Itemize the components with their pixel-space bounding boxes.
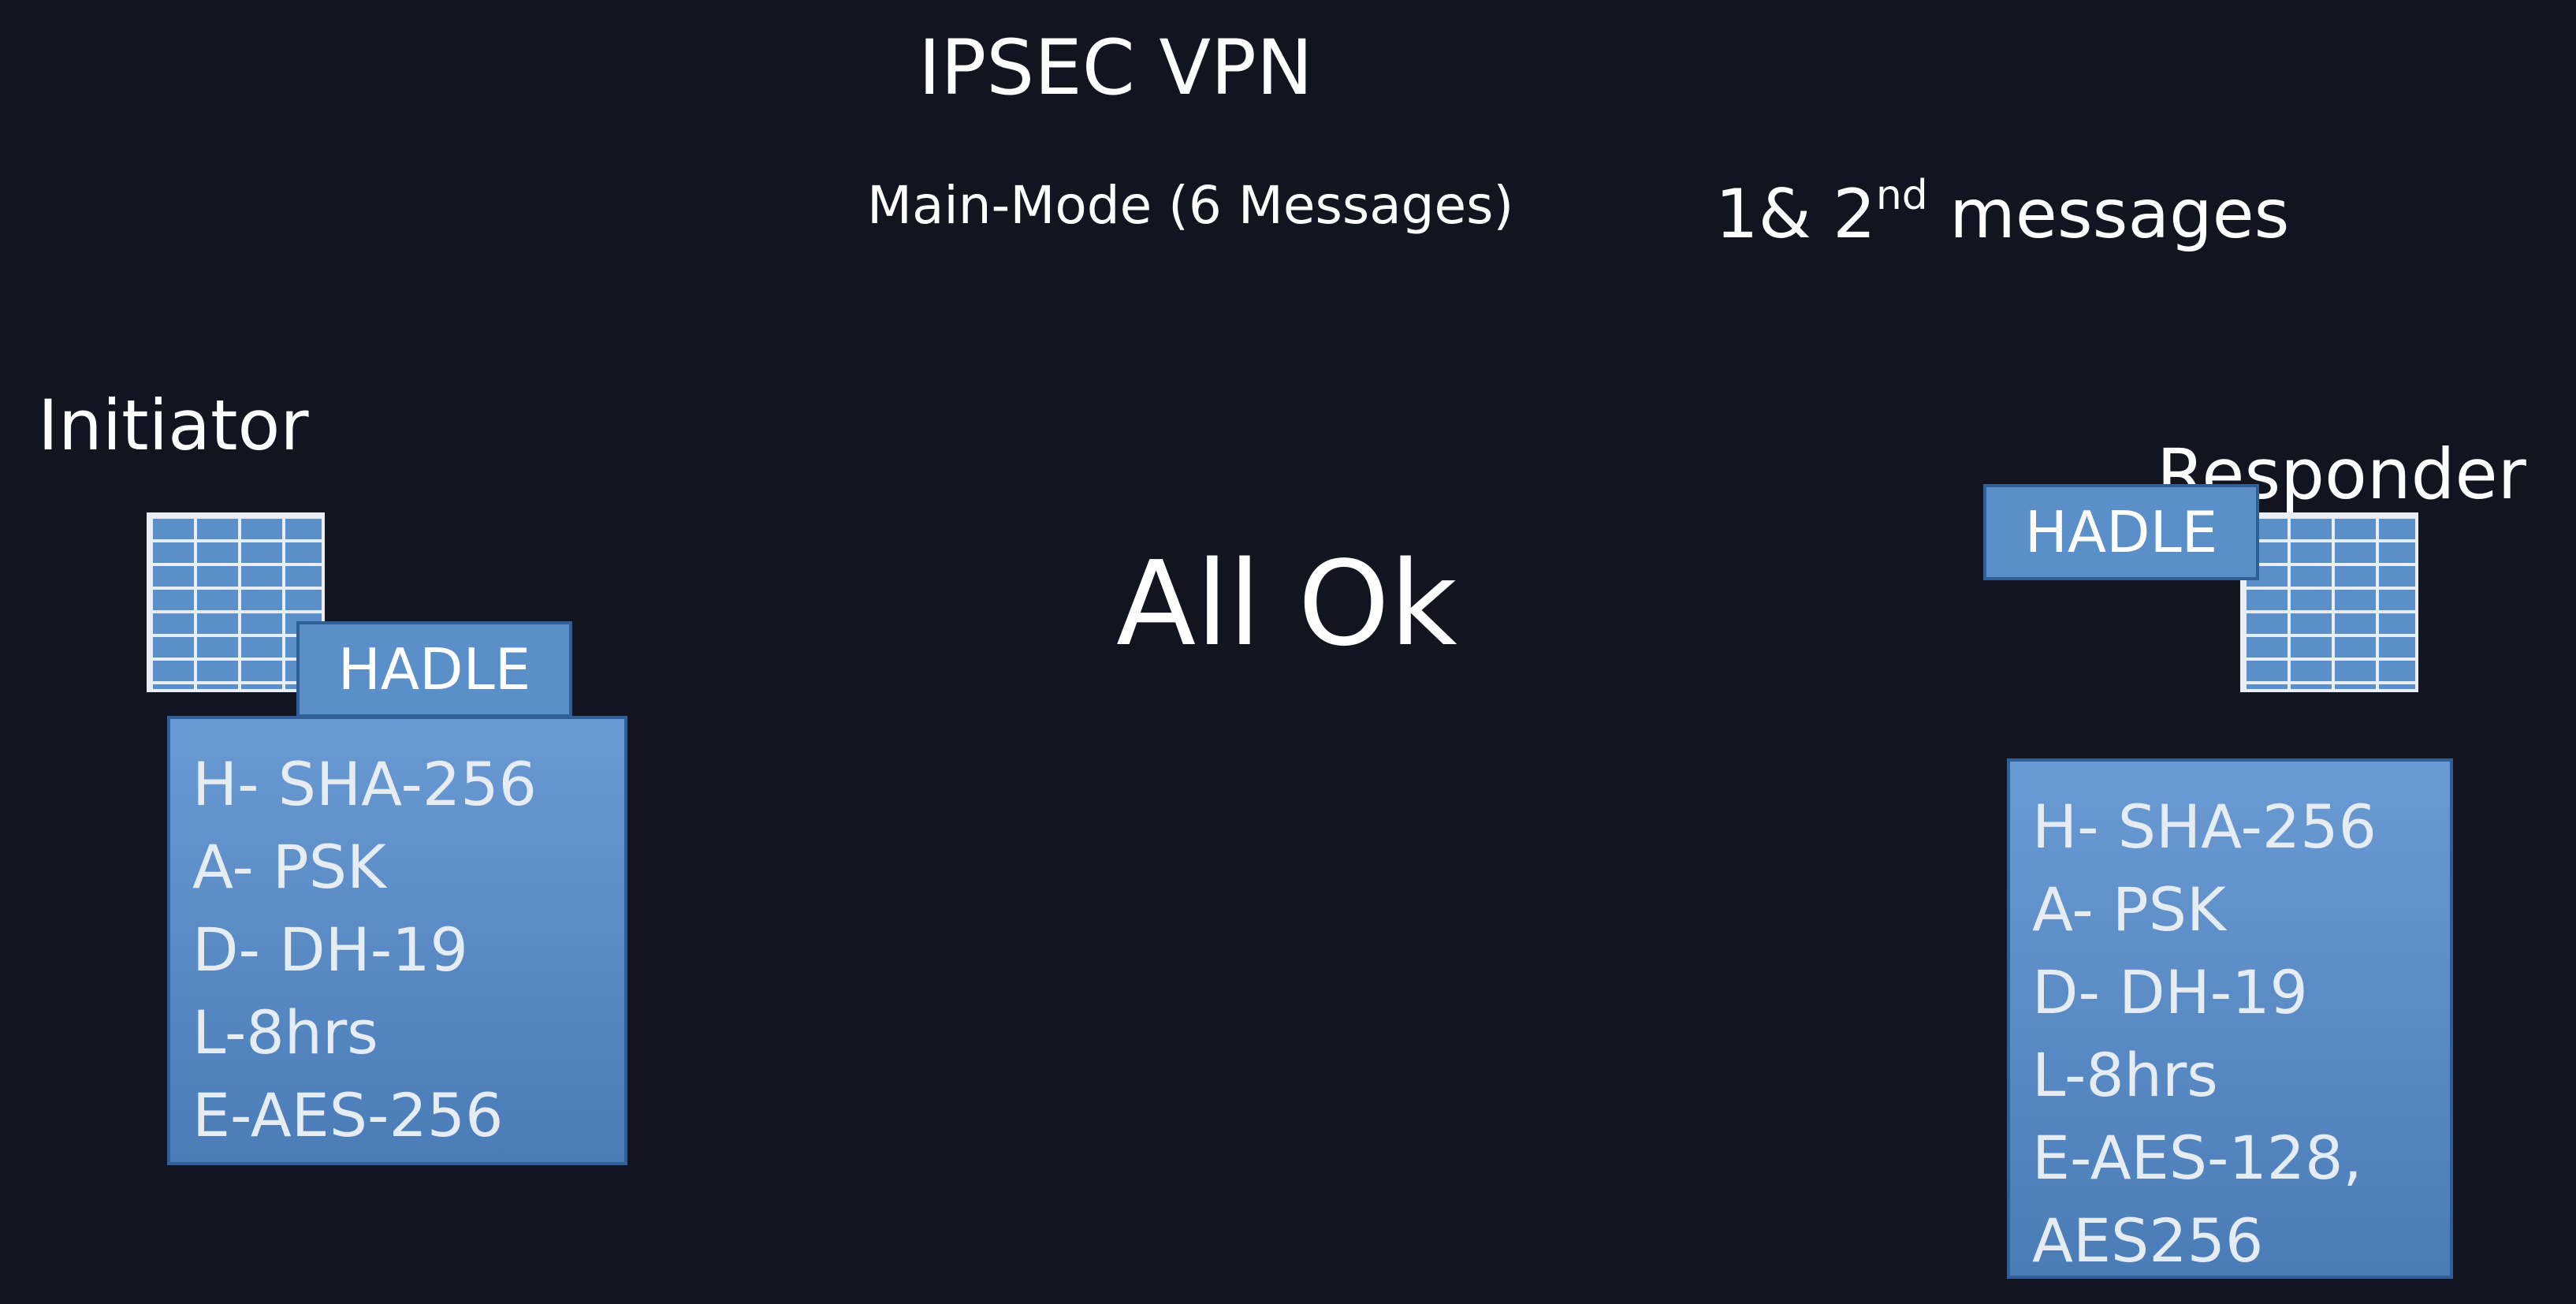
page-title: IPSEC VPN bbox=[918, 24, 1313, 112]
policy-line: H- SHA-256 bbox=[192, 749, 537, 819]
policy-line: A- PSK bbox=[2032, 874, 2226, 944]
policy-line: AES256 bbox=[2032, 1205, 2264, 1276]
responder-firewall-icon bbox=[2240, 512, 2418, 692]
initiator-policy-box: H- SHA-256 A- PSK D- DH-19 L-8hrs E-AES-… bbox=[167, 716, 627, 1165]
messages-label: 1& 2nd messages bbox=[1715, 172, 2290, 254]
messages-suffix: messages bbox=[1927, 175, 2290, 254]
policy-line: D- DH-19 bbox=[2032, 957, 2308, 1027]
policy-line: L-8hrs bbox=[192, 997, 378, 1067]
policy-line: H- SHA-256 bbox=[2032, 792, 2377, 862]
responder-policy-box: H- SHA-256 A- PSK D- DH-19 L-8hrs E-AES-… bbox=[2007, 758, 2453, 1279]
policy-line: D- DH-19 bbox=[192, 915, 468, 985]
status-text: All Ok bbox=[1116, 536, 1457, 672]
messages-superscript: nd bbox=[1875, 172, 1928, 219]
responder-hadle-box: HADLE bbox=[1983, 484, 2259, 580]
policy-line: E-AES-256 bbox=[192, 1080, 504, 1150]
policy-line: L-8hrs bbox=[2032, 1040, 2218, 1110]
initiator-hadle-box: HADLE bbox=[296, 621, 572, 717]
policy-line: E-AES-128, bbox=[2032, 1123, 2362, 1193]
policy-line: A- PSK bbox=[192, 832, 386, 902]
messages-prefix: 1& 2 bbox=[1715, 175, 1876, 254]
initiator-firewall-icon bbox=[147, 512, 325, 692]
main-mode-subtitle: Main-Mode (6 Messages) bbox=[867, 175, 1514, 236]
initiator-label: Initiator bbox=[38, 385, 309, 466]
